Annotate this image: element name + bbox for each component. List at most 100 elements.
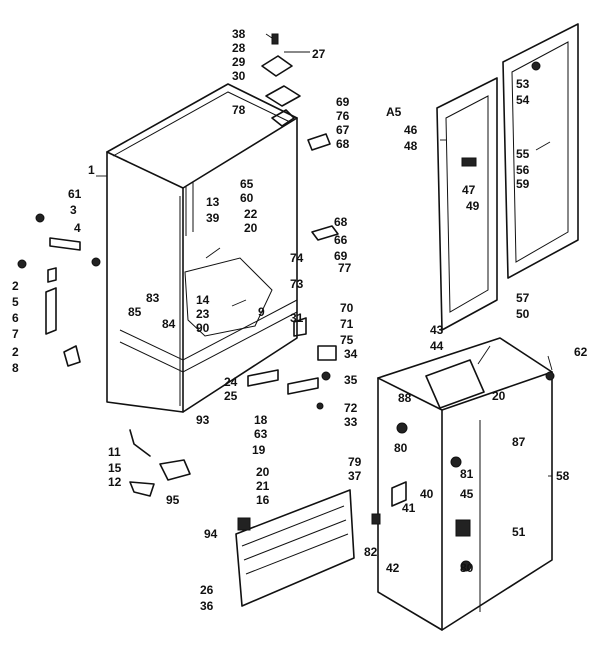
callout-label: 72 xyxy=(344,401,358,415)
callout-label: 39 xyxy=(206,211,220,225)
callout-label: 11 xyxy=(108,445,121,459)
callout-label: 53 xyxy=(516,77,530,91)
callout-label: 21 xyxy=(256,479,270,493)
cabinet-liner xyxy=(377,337,553,631)
callout-label: 65 xyxy=(240,177,254,191)
callout-label: 90 xyxy=(196,321,210,335)
fresh-food-door xyxy=(502,23,579,279)
callout-label: 20 xyxy=(492,389,506,403)
callout-label: 24 xyxy=(224,375,238,389)
callout-label: 74 xyxy=(290,251,304,265)
callout-label: 36 xyxy=(200,599,214,613)
callout-label: 76 xyxy=(336,109,350,123)
top-hinge xyxy=(261,33,301,127)
callout-label: 49 xyxy=(466,199,480,213)
callout-label: 20 xyxy=(256,465,270,479)
callout-label: 4 xyxy=(74,221,81,235)
callout-label: 57 xyxy=(516,291,530,305)
base-grille xyxy=(235,489,355,607)
callout-label: 54 xyxy=(516,93,530,107)
callout-label: 61 xyxy=(68,187,82,201)
callout-label: 16 xyxy=(256,493,270,507)
callout-label: 77 xyxy=(338,261,352,275)
callout-label: 13 xyxy=(206,195,220,209)
callout-label: 12 xyxy=(108,475,122,489)
section-label: A5 xyxy=(386,105,402,119)
callout-label: 6 xyxy=(12,311,19,325)
callout-label: 68 xyxy=(336,137,350,151)
callout-label: 75 xyxy=(340,333,354,347)
callout-label: 80 xyxy=(394,441,408,455)
callout-label: 37 xyxy=(348,469,362,483)
freezer-door xyxy=(436,77,498,331)
callout-label: 70 xyxy=(340,301,354,315)
callout-label: 1 xyxy=(88,163,95,177)
callout-label: 62 xyxy=(574,345,588,359)
callout-label: 34 xyxy=(344,347,358,361)
callout-label: 3 xyxy=(70,203,77,217)
callout-label: 7 xyxy=(12,327,19,341)
callout-label: 33 xyxy=(344,415,358,429)
callout-label: 56 xyxy=(516,163,530,177)
callout-label: 66 xyxy=(334,233,348,247)
callout-label: 19 xyxy=(252,443,266,457)
callout-label: 8 xyxy=(12,361,19,375)
callout-label: 51 xyxy=(512,525,526,539)
callout-label: 22 xyxy=(244,207,258,221)
callout-label: 58 xyxy=(556,469,570,483)
callout-label: 42 xyxy=(386,561,400,575)
callout-label: 40 xyxy=(420,487,434,501)
callout-label: 25 xyxy=(224,389,238,403)
callout-label: 29 xyxy=(232,55,246,69)
callout-label: 46 xyxy=(404,123,418,137)
callout-label: 38 xyxy=(232,27,246,41)
callout-label: 43 xyxy=(430,323,444,337)
callout-label: 55 xyxy=(516,147,530,161)
callout-label: 28 xyxy=(232,41,246,55)
callout-label: 31 xyxy=(290,311,304,325)
callout-label: 50 xyxy=(516,307,530,321)
callout-label: 83 xyxy=(146,291,160,305)
callout-label: 87 xyxy=(512,435,526,449)
callout-label: 20 xyxy=(244,221,258,235)
callout-label: 88 xyxy=(398,391,412,405)
callout-label: 95 xyxy=(166,493,180,507)
callout-label: 45 xyxy=(460,487,474,501)
callout-label: 60 xyxy=(240,191,254,205)
callout-label: 15 xyxy=(108,461,122,475)
callout-label: 18 xyxy=(254,413,268,427)
callout-label: 9 xyxy=(258,305,265,319)
callout-label: 67 xyxy=(336,123,350,137)
callout-label: 14 xyxy=(196,293,210,307)
callout-label: 84 xyxy=(162,317,176,331)
callout-label: 81 xyxy=(460,467,474,481)
callout-label: 94 xyxy=(204,527,218,541)
callout-label: 73 xyxy=(290,277,304,291)
callout-label: 82 xyxy=(364,545,378,559)
callout-label: 44 xyxy=(430,339,444,353)
callout-label: 85 xyxy=(128,305,142,319)
callout-label: 47 xyxy=(462,183,476,197)
callout-label: 2 xyxy=(12,345,19,359)
callout-label: 26 xyxy=(200,583,214,597)
callout-label: 30 xyxy=(232,69,246,83)
callout-label: 48 xyxy=(404,139,418,153)
callout-label: 5 xyxy=(12,295,19,309)
callout-label: 69 xyxy=(334,249,348,263)
cabinet-shell xyxy=(106,83,298,413)
callout-label: 69 xyxy=(336,95,350,109)
callout-label: 2 xyxy=(12,279,19,293)
hardware-parts xyxy=(17,133,555,525)
callout-label: 41 xyxy=(402,501,416,515)
callout-label: 79 xyxy=(348,455,362,469)
callout-label: 27 xyxy=(312,47,326,61)
callout-label: 63 xyxy=(254,427,268,441)
callout-label: 93 xyxy=(196,413,210,427)
callout-label: 78 xyxy=(232,103,246,117)
callout-label: 23 xyxy=(196,307,210,321)
callout-label: 71 xyxy=(340,317,354,331)
leader-lines xyxy=(96,33,553,477)
